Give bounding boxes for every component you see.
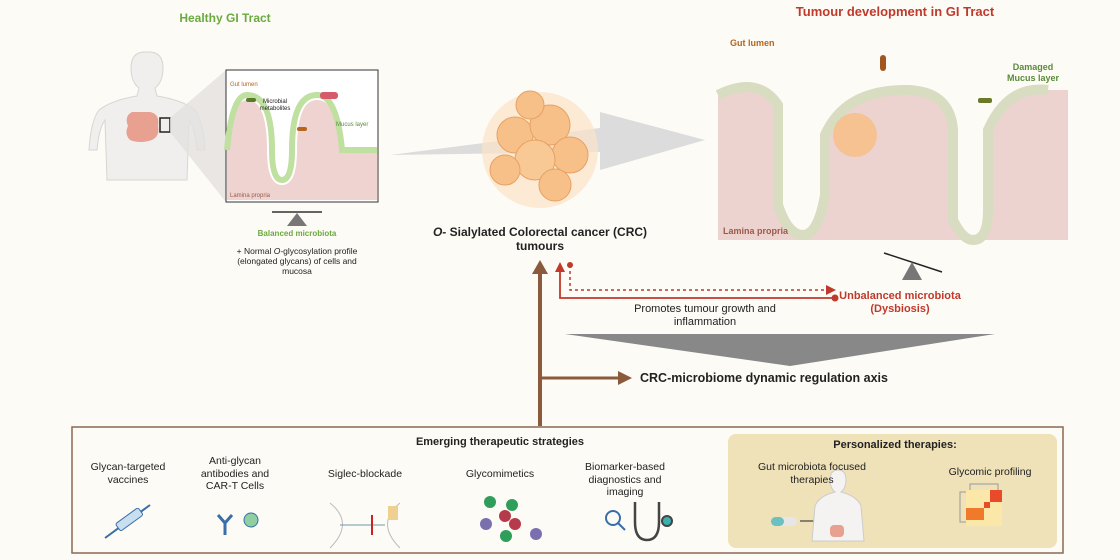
tumour-cluster-icon — [482, 90, 598, 208]
balanced-microbiota-label: Balanced microbiota — [257, 229, 337, 238]
unbalanced-scale-icon — [883, 252, 943, 280]
personalized-microbiota: Gut microbiota focused therapies — [758, 461, 866, 486]
strategy-siglec: Siglec-blockade — [327, 468, 403, 480]
pill-body-icon — [771, 469, 865, 542]
healthy-lamina-label: Lamina propria — [230, 193, 271, 199]
tumour-gut-illustration — [715, 55, 1068, 246]
siglec-blockade-icon — [329, 502, 401, 549]
strategies-title: Emerging therapeutic strategies — [415, 436, 585, 448]
tumour-title: Tumour development in GI Tract — [795, 4, 995, 19]
strategy-vaccines: Glycan-targeted vaccines — [90, 461, 166, 486]
balance-scale-icon — [272, 211, 322, 226]
antibody-icon — [216, 512, 259, 535]
healthy-gut-illustration — [224, 69, 379, 203]
promotes-growth-label: Promotes tumour growth and inflammation — [634, 303, 776, 329]
heatmap-icon — [959, 483, 1002, 526]
regulation-axis-arrows — [532, 260, 632, 426]
glycomimetics-icon — [480, 496, 542, 542]
strategy-antibodies: Anti-glycan antibodies and CAR-T Cells — [200, 455, 270, 493]
personalized-title: Personalized therapies: — [833, 439, 957, 451]
healthy-title: Healthy GI Tract — [179, 11, 271, 25]
human-body-icon — [88, 51, 206, 181]
convergence-funnel — [565, 334, 995, 366]
strategy-glycomimetics: Glycomimetics — [465, 468, 535, 480]
stethoscope-icon — [605, 502, 673, 542]
syringe-icon — [104, 504, 151, 539]
metabolites-label: Microbial metabolites — [259, 99, 291, 113]
healthy-gut-lumen-label: Gut lumen — [230, 82, 258, 88]
tumour-lamina-label: Lamina propria — [723, 226, 789, 236]
damaged-mucus-label: Damaged Mucus layer — [1006, 62, 1060, 83]
strategy-biomarker: Biomarker-based diagnostics and imaging — [585, 461, 665, 499]
healthy-mucus-label: Mucus layer — [336, 122, 369, 128]
glycosylation-profile-text: + Normal O-glycosylation profile (elonga… — [236, 246, 358, 277]
crc-tumours-label: O- Sialylated Colorectal cancer (CRC) tu… — [432, 225, 648, 254]
personalized-glycomic: Glycomic profiling — [948, 466, 1032, 478]
tumour-gut-lumen-label: Gut lumen — [730, 38, 775, 48]
feedback-arrows — [555, 262, 839, 302]
regulation-axis-label: CRC-microbiome dynamic regulation axis — [640, 371, 888, 385]
dysbiosis-label: Unbalanced microbiota(Dysbiosis) — [839, 290, 961, 316]
